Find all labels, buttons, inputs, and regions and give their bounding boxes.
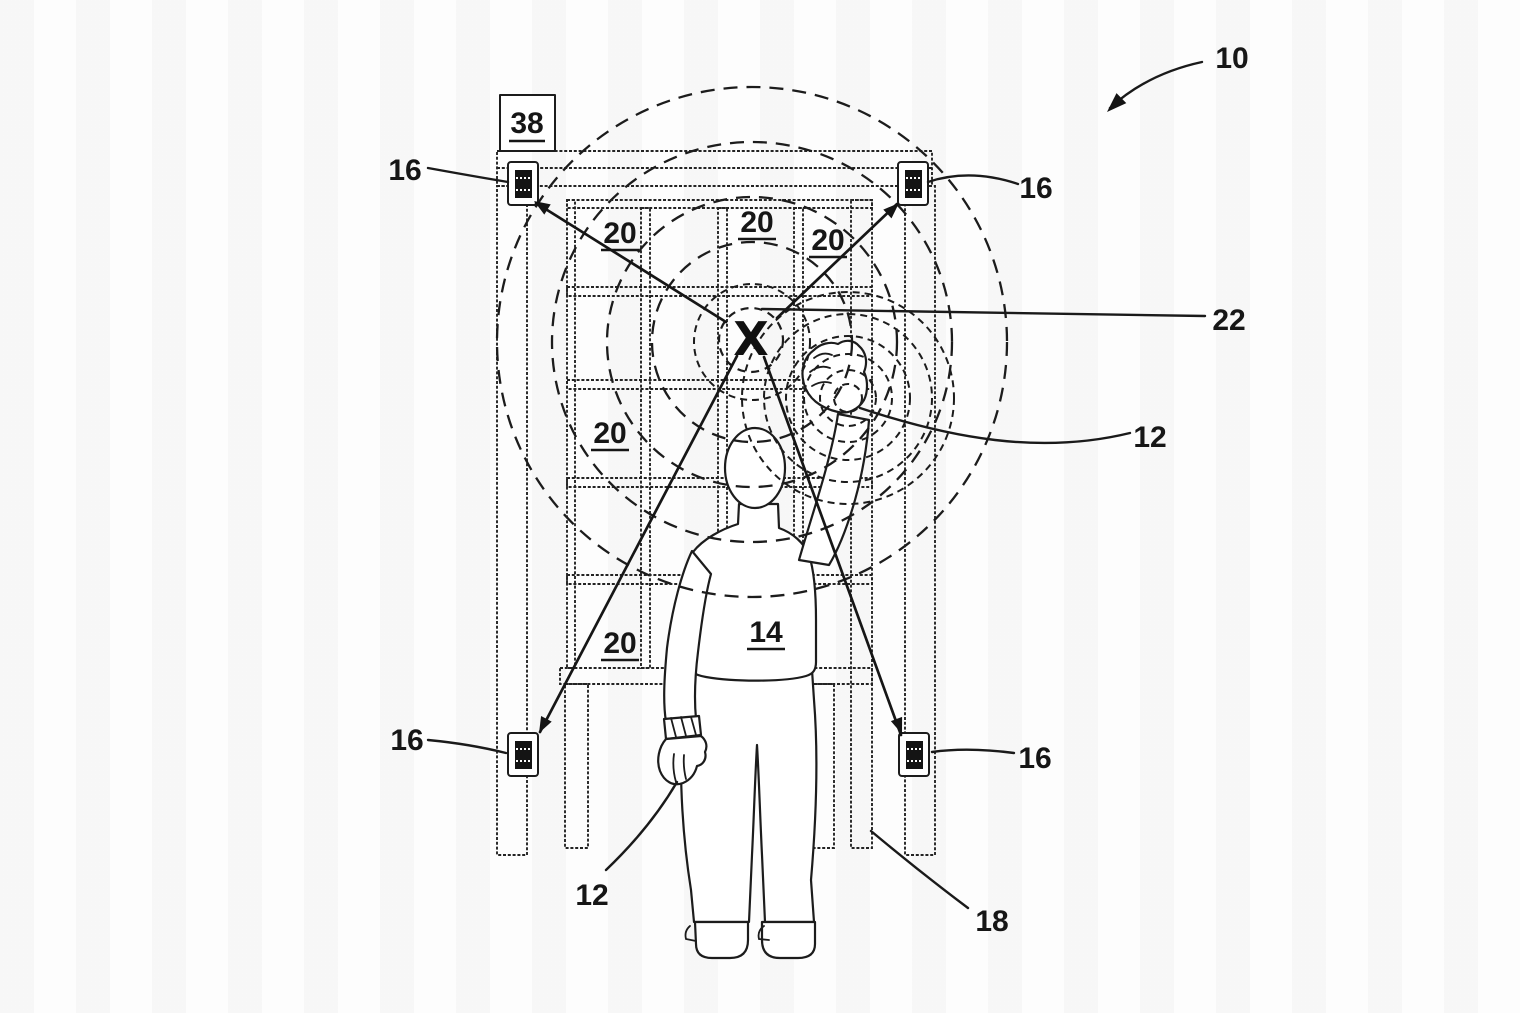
signal-ring-4	[550, 140, 954, 544]
line-sensor-tr-to-x	[775, 202, 899, 320]
sensor-face	[905, 170, 922, 198]
sensor-face	[515, 741, 532, 769]
worker-head	[723, 426, 787, 510]
line-x-to-sensor-bl	[538, 354, 739, 734]
worker-raised-arm	[797, 412, 871, 567]
signal-ring-5	[495, 85, 1009, 599]
hand-finger-curl-3	[811, 381, 832, 387]
line-sensor-tl-to-x	[534, 201, 728, 324]
leader-18	[869, 829, 970, 910]
leader-12-right	[858, 406, 1132, 445]
reference-label-12: 12	[575, 879, 608, 912]
triangulation-lines	[534, 201, 903, 737]
reference-label-20: 20	[593, 417, 626, 450]
arrowhead-sensor-br	[890, 716, 903, 734]
device-arc-3	[803, 353, 893, 443]
glove-finger-line-2	[682, 754, 687, 780]
worker-figure	[657, 339, 871, 960]
grid-shelf-3	[566, 477, 873, 488]
grid-shelf-1	[566, 286, 873, 297]
leader-12-bottom	[604, 780, 679, 872]
controller-box: 38	[499, 94, 556, 152]
arrowhead-sensor-bl	[539, 716, 552, 733]
device-arc-1	[833, 383, 863, 413]
bin-labels: 20 20 20 20 20	[591, 206, 847, 662]
grid-divider-2	[717, 207, 728, 669]
sensor-face	[515, 170, 532, 198]
sensor-bottom-right	[898, 732, 930, 777]
reference-label-16: 16	[1018, 742, 1051, 775]
hand-finger-curl-2	[809, 365, 831, 373]
sensor-bottom-left	[507, 732, 539, 777]
worker-shoe-left	[693, 920, 750, 960]
reference-annotations: 10 16 16 16 16 22 12 12 18	[388, 42, 1248, 938]
worker-legs	[679, 668, 818, 924]
device-arc-5	[763, 313, 933, 483]
reference-label-20: 20	[603, 627, 636, 660]
reference-label-10: 10	[1215, 42, 1248, 75]
reference-label-22: 22	[1212, 304, 1245, 337]
hand-finger-curl-1	[813, 352, 833, 359]
cuff-hatch-1	[670, 717, 677, 738]
reference-label-20: 20	[740, 206, 773, 239]
sensor-top-right	[897, 161, 929, 206]
worker-raised-hand	[801, 339, 869, 414]
device-arc-6	[741, 291, 955, 505]
device-signal-arcs	[741, 291, 955, 505]
arrowhead-sensor-tl	[534, 201, 551, 215]
shoe-heel-tab-left	[684, 925, 697, 942]
arrowhead-sensor-tr	[883, 203, 899, 219]
reference-label-16: 16	[388, 154, 421, 187]
reference-label-16: 16	[1019, 172, 1052, 205]
reference-label-18: 18	[975, 905, 1008, 938]
worker-glove	[657, 734, 708, 786]
reference-label-14: 14	[749, 616, 783, 649]
shoe-heel-tab-right	[757, 925, 770, 941]
sensors	[507, 161, 930, 777]
reference-label-20: 20	[811, 224, 844, 257]
reference-label-12: 12	[1133, 421, 1166, 454]
signal-ring-3	[605, 195, 899, 489]
leader-16-bottom-left	[426, 738, 508, 755]
sensor-face	[906, 741, 923, 769]
line-x-to-sensor-br	[762, 355, 903, 737]
device-arc-2	[819, 369, 877, 427]
cuff-hatch-2	[680, 716, 687, 737]
table-leg-left	[564, 683, 589, 849]
glove-finger-line-1	[672, 753, 677, 783]
signal-ring-x	[717, 306, 785, 374]
leader-16-top-left	[426, 166, 510, 184]
grid-divider-1	[640, 207, 651, 669]
leader-16-top-right	[926, 174, 1020, 186]
arrowhead-10	[1107, 93, 1127, 112]
reference-label-38: 38	[510, 107, 543, 140]
cuff-hatch-3	[690, 716, 697, 736]
signal-ring-2	[650, 240, 854, 444]
reference-label-16: 16	[390, 724, 423, 757]
sensor-top-left	[507, 161, 539, 206]
leader-16-bottom-right	[930, 748, 1016, 755]
device-arc-4	[785, 335, 911, 461]
location-signal-rings	[495, 85, 1009, 599]
reference-label-20: 20	[603, 217, 636, 250]
worker-label: 14	[747, 616, 785, 651]
grid-right-edge	[850, 199, 873, 849]
leader-22	[760, 307, 1207, 318]
worker-shoe-right	[760, 920, 817, 960]
signal-ring-1	[693, 283, 811, 401]
